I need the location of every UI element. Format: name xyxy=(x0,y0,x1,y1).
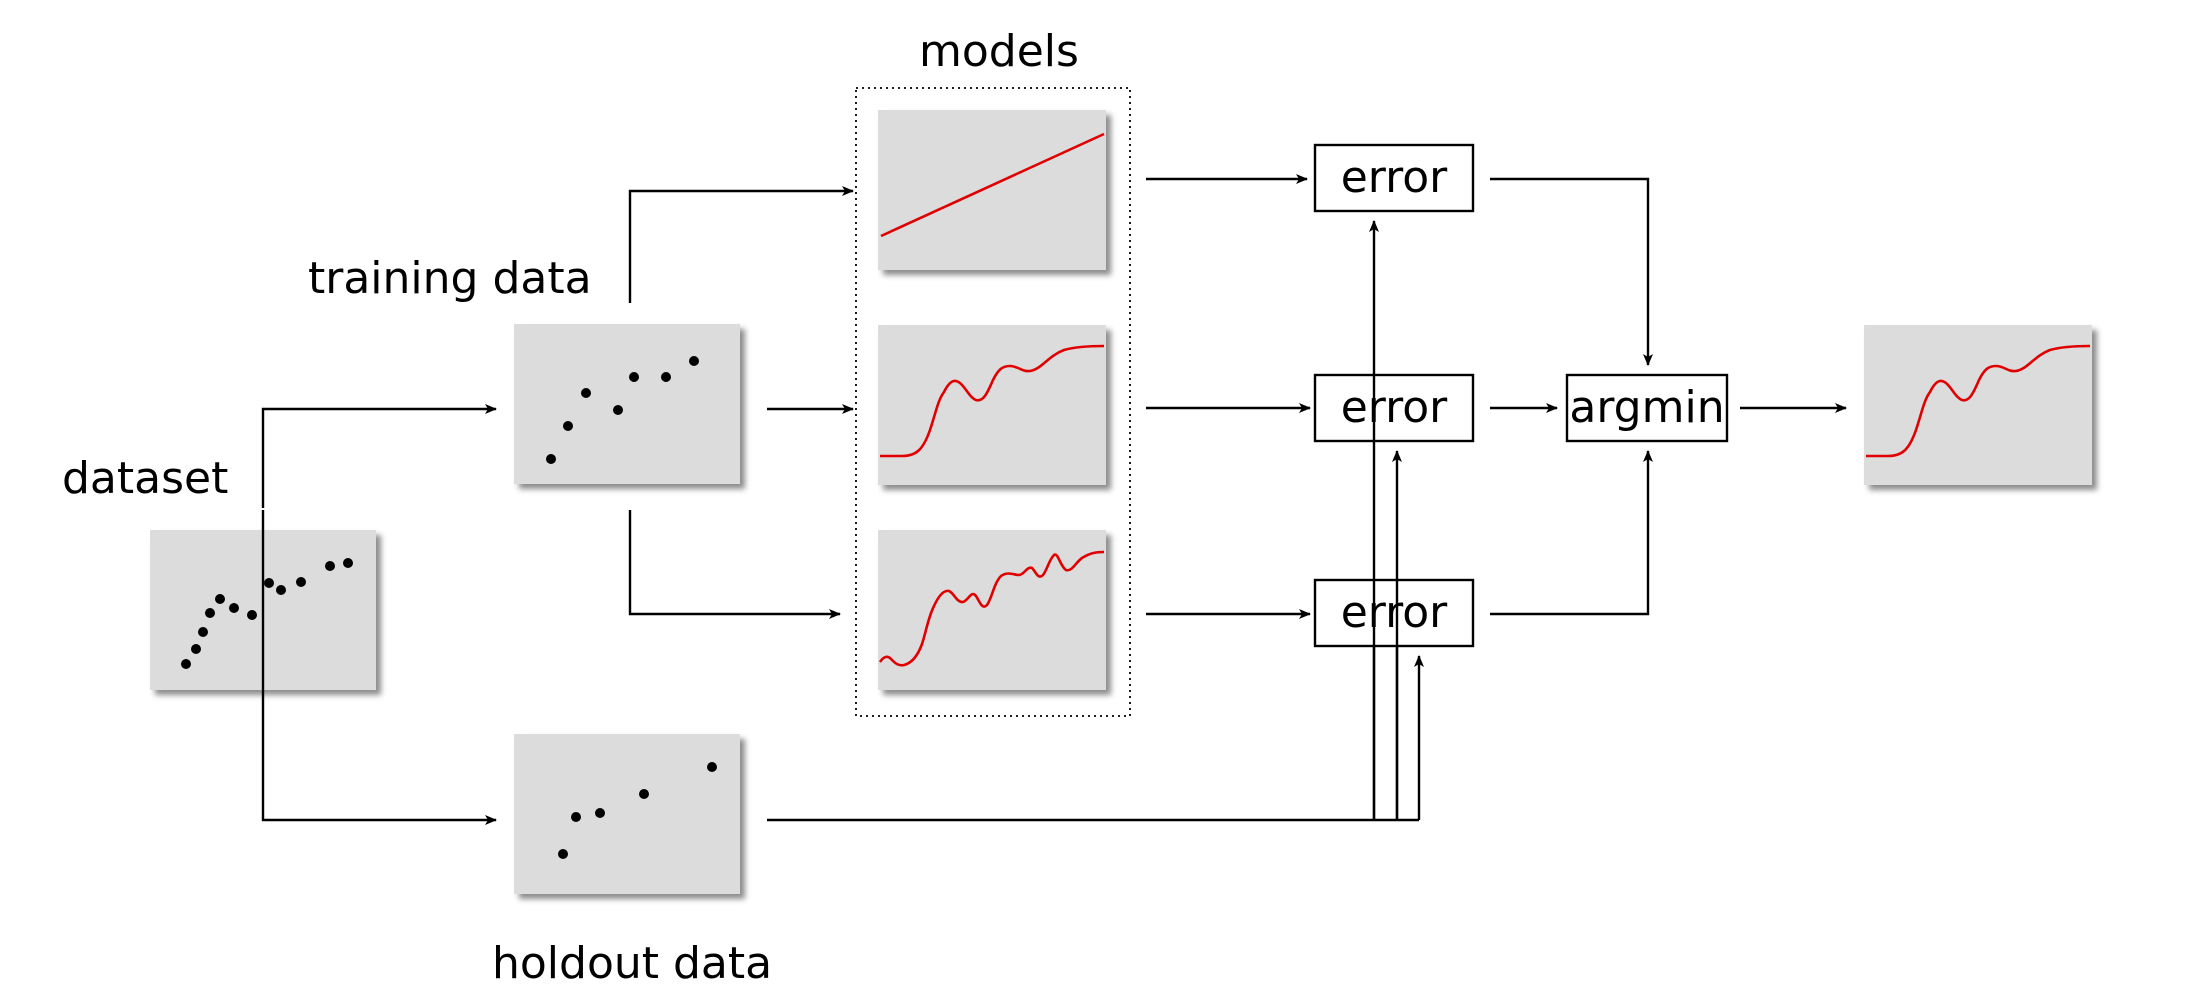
data-point xyxy=(264,578,274,588)
data-point xyxy=(191,644,201,654)
error-box-middle: error xyxy=(1313,373,1475,443)
model-fit-curve xyxy=(1866,344,2091,458)
error-box-top: error xyxy=(1313,143,1475,213)
data-point xyxy=(639,789,649,799)
data-point xyxy=(247,610,257,620)
holdout-data-label: holdout data xyxy=(492,938,772,989)
data-point xyxy=(181,659,191,669)
data-point xyxy=(707,762,717,772)
arrow-training-to-model-complex xyxy=(628,510,841,619)
error-box-label: error xyxy=(1341,152,1448,203)
error-box-label: error xyxy=(1341,587,1448,638)
data-point xyxy=(689,356,699,366)
training-data-plot xyxy=(514,324,740,484)
data-point xyxy=(205,608,215,618)
holdout-data-plot xyxy=(514,734,740,894)
data-point xyxy=(296,577,306,587)
models-group-frame xyxy=(855,87,1131,717)
data-point xyxy=(558,849,568,859)
data-point xyxy=(563,421,573,431)
error-box-bottom: error xyxy=(1313,578,1475,648)
data-point xyxy=(343,558,353,568)
arrow-dataset-to-training xyxy=(261,404,497,508)
data-point xyxy=(595,808,605,818)
data-point xyxy=(661,372,671,382)
argmin-box-label: argmin xyxy=(1569,382,1724,433)
dataset-label: dataset xyxy=(62,453,228,504)
model-moderate-plot xyxy=(878,325,1106,485)
data-point xyxy=(229,603,239,613)
model-fit-curve xyxy=(878,550,1105,667)
data-point xyxy=(581,388,591,398)
data-point xyxy=(325,561,335,571)
arrow-error-top-to-argmin xyxy=(1490,177,1653,366)
training-data-label: training data xyxy=(308,253,592,304)
arrow-error-bottom-to-argmin xyxy=(1490,450,1653,616)
arrow-dataset-to-holdout xyxy=(261,510,497,825)
models-label: models xyxy=(919,26,1079,77)
model-linear-plot xyxy=(878,110,1106,270)
data-point xyxy=(571,812,581,822)
arrow-training-to-model-linear xyxy=(628,186,854,303)
model-fit-curve xyxy=(880,132,1105,238)
model-complex-plot xyxy=(878,530,1106,690)
data-point xyxy=(629,372,639,382)
model-fit-curve xyxy=(880,344,1105,458)
data-point xyxy=(276,585,286,595)
selected-model-plot xyxy=(1864,325,2092,485)
data-point xyxy=(546,454,556,464)
data-point xyxy=(215,594,225,604)
data-point xyxy=(613,405,623,415)
argmin-box: argmin xyxy=(1565,373,1729,443)
data-point xyxy=(198,627,208,637)
error-box-label: error xyxy=(1341,382,1448,433)
